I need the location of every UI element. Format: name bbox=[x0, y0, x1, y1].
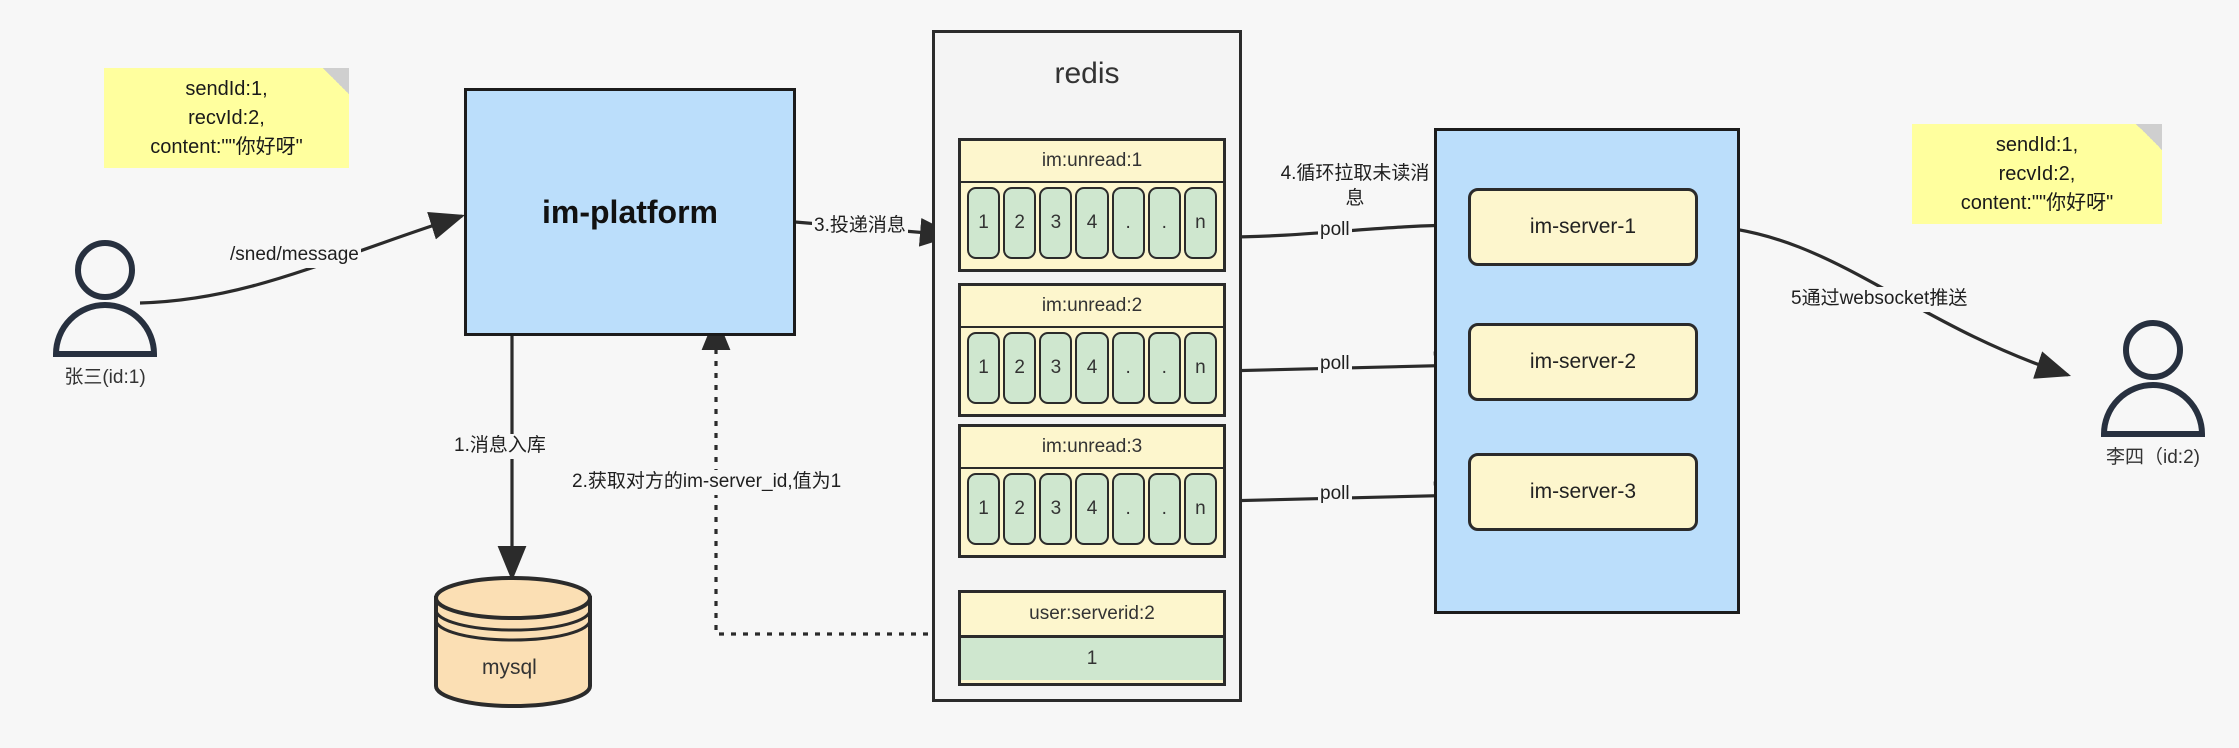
queue-cell: 4 bbox=[1075, 473, 1109, 545]
mysql-database: mysql bbox=[432, 576, 594, 708]
redis-queue-1[interactable]: im:unread:1 1 2 3 4 . . n bbox=[958, 138, 1226, 272]
note-left-text: sendId:1, recvId:2, content:""你好呀" bbox=[150, 77, 303, 158]
redis-kv-key: user:serverid:2 bbox=[1029, 603, 1155, 624]
label-poll-3: poll bbox=[1318, 482, 1352, 507]
im-platform-box[interactable]: im-platform bbox=[464, 88, 796, 336]
actor-sender-label: 张三(id:1) bbox=[64, 367, 146, 388]
queue-cell: 3 bbox=[1039, 332, 1073, 404]
label-poll-2: poll bbox=[1318, 352, 1352, 377]
note-right-message: sendId:1, recvId:2, content:""你好呀" bbox=[1912, 124, 2162, 224]
queue-cell: . bbox=[1111, 473, 1145, 545]
note-fold-icon bbox=[323, 68, 349, 94]
note-right-text: sendId:1, recvId:2, content:""你好呀" bbox=[1960, 133, 2114, 214]
queue-cell: . bbox=[1147, 332, 1181, 404]
actor-sender: 张三(id:1) bbox=[40, 238, 170, 388]
im-server-3-box[interactable]: im-server-3 bbox=[1468, 453, 1698, 531]
edge-sender-to-platform bbox=[139, 211, 466, 305]
queue-cell: 2 bbox=[1003, 187, 1037, 259]
redis-queue-3[interactable]: im:unread:3 1 2 3 4 . . n bbox=[958, 424, 1226, 558]
edge-kv-to-platform bbox=[701, 314, 952, 636]
redis-title: redis bbox=[1054, 57, 1120, 90]
database-cylinder-icon bbox=[434, 576, 592, 708]
actor-receiver: 李四（id:2) bbox=[2088, 318, 2218, 468]
edge-server1-to-receiver bbox=[1691, 223, 2072, 379]
redis-queue-1-key: im:unread:1 bbox=[961, 141, 1223, 183]
queue-cell: 3 bbox=[1039, 187, 1073, 259]
redis-kv-value: 1 bbox=[961, 635, 1223, 680]
im-platform-label: im-platform bbox=[542, 193, 718, 230]
im-server-1-box[interactable]: im-server-1 bbox=[1468, 188, 1698, 266]
note-left-message: sendId:1, recvId:2, content:""你好呀" bbox=[104, 68, 349, 168]
redis-queue-3-cells: 1 2 3 4 . . n bbox=[961, 469, 1223, 553]
actor-receiver-label: 李四（id:2) bbox=[2106, 447, 2200, 468]
label-send-message: /sned/message bbox=[228, 243, 361, 268]
im-server-2-label: im-server-2 bbox=[1529, 350, 1637, 373]
user-icon bbox=[52, 240, 158, 357]
queue-cell: n bbox=[1183, 473, 1217, 545]
queue-cell: 2 bbox=[1003, 473, 1037, 545]
label-step1: 1.消息入库 bbox=[452, 434, 548, 459]
im-server-1-label: im-server-1 bbox=[1529, 215, 1637, 238]
queue-cell: . bbox=[1147, 187, 1181, 259]
redis-queue-2-cells: 1 2 3 4 . . n bbox=[961, 328, 1223, 412]
note-fold-icon bbox=[2136, 124, 2162, 150]
queue-cell: 2 bbox=[1003, 332, 1037, 404]
queue-cell: 4 bbox=[1075, 332, 1109, 404]
redis-queue-2-key: im:unread:2 bbox=[961, 286, 1223, 328]
queue-cell: 1 bbox=[967, 187, 1001, 259]
im-server-2-box[interactable]: im-server-2 bbox=[1468, 323, 1698, 401]
queue-cell: . bbox=[1111, 187, 1145, 259]
queue-cell: 1 bbox=[967, 332, 1001, 404]
redis-user-serverid[interactable]: user:serverid:2 1 bbox=[958, 590, 1226, 686]
redis-queue-2[interactable]: im:unread:2 1 2 3 4 . . n bbox=[958, 283, 1226, 417]
queue-cell: . bbox=[1147, 473, 1181, 545]
redis-queue-1-cells: 1 2 3 4 . . n bbox=[961, 183, 1223, 267]
queue-cell: 4 bbox=[1075, 187, 1109, 259]
queue-cell: 1 bbox=[967, 473, 1001, 545]
label-step2: 2.获取对方的im-server_id,值为1 bbox=[570, 470, 844, 495]
queue-cell: n bbox=[1183, 332, 1217, 404]
mysql-label: mysql bbox=[482, 656, 537, 679]
label-step5: 5通过websocket推送 bbox=[1789, 287, 1970, 312]
label-poll-1: poll bbox=[1318, 218, 1352, 243]
redis-queue-3-key: im:unread:3 bbox=[961, 427, 1223, 469]
queue-cell: . bbox=[1111, 332, 1145, 404]
user-icon bbox=[2100, 320, 2206, 437]
queue-cell: 3 bbox=[1039, 473, 1073, 545]
label-step4: 4.循环拉取未读消 息 bbox=[1258, 162, 1452, 212]
im-server-3-label: im-server-3 bbox=[1529, 480, 1637, 503]
queue-cell: n bbox=[1183, 187, 1217, 259]
label-step3: 3.投递消息 bbox=[812, 214, 908, 239]
